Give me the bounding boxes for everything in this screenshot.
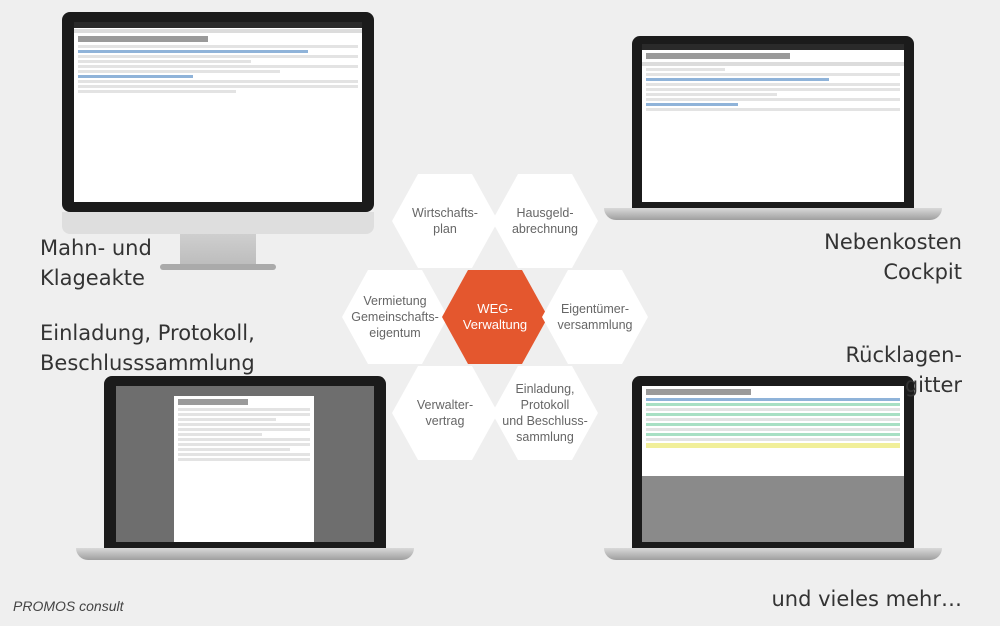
hex-wirtschaftsplan-label: Wirtschafts- plan [412,206,478,236]
label-mahn-klageakte: Mahn- und Klageakte [40,236,152,290]
hex-weg-verwaltung-label: WEG- Verwaltung [462,301,528,332]
label-nebenkosten-cockpit: Nebenkosten Cockpit [824,230,962,284]
hex-wirtschaftsplan[interactable]: Wirtschafts- plan [392,174,498,268]
hex-eigentuemerversammlung[interactable]: Eigentümer- versammlung [542,270,648,364]
hexagon-cluster: Wirtschafts- plan Hausgeld- abrechnung V… [330,160,660,480]
hex-einladung-protokoll[interactable]: Einladung, Protokoll und Beschluss- samm… [492,366,598,460]
hex-eigentuemer-label: Eigentümer- versammlung [557,302,633,332]
laptop-ruecklagen [604,376,942,564]
laptop-einladung [76,376,414,564]
label-einladung-protokoll: Einladung, Protokoll, Beschlusssammlung [40,321,255,375]
laptop-screen-einladung [116,386,374,542]
hex-verwalter-label: Verwalter- vertrag [416,398,474,428]
laptop-screen-ruecklagen [642,386,904,542]
hex-hausgeld-label: Hausgeld- abrechnung [511,206,579,236]
label-und-vieles-mehr: und vieles mehr… [771,587,963,611]
brand-promos-consult: PROMOS consult [13,598,124,614]
hex-verwaltervertrag[interactable]: Verwalter- vertrag [392,366,498,460]
hex-vermietung[interactable]: Vermietung Gemeinschafts- eigentum [342,270,448,364]
hex-vermietung-label: Vermietung Gemeinschafts- eigentum [351,294,439,340]
laptop-nebenkosten [604,36,942,222]
label-ruecklagengitter: Rücklagen- gitter [845,343,962,397]
imac-device [62,12,374,270]
hex-weg-verwaltung[interactable]: WEG- Verwaltung [442,270,548,364]
imac-screen-mahnakte [74,22,362,202]
hex-hausgeldabrechnung[interactable]: Hausgeld- abrechnung [492,174,598,268]
laptop-screen-nebenkosten [642,44,904,202]
hex-einladung-label: Einladung, Protokoll und Beschluss- samm… [502,382,588,444]
